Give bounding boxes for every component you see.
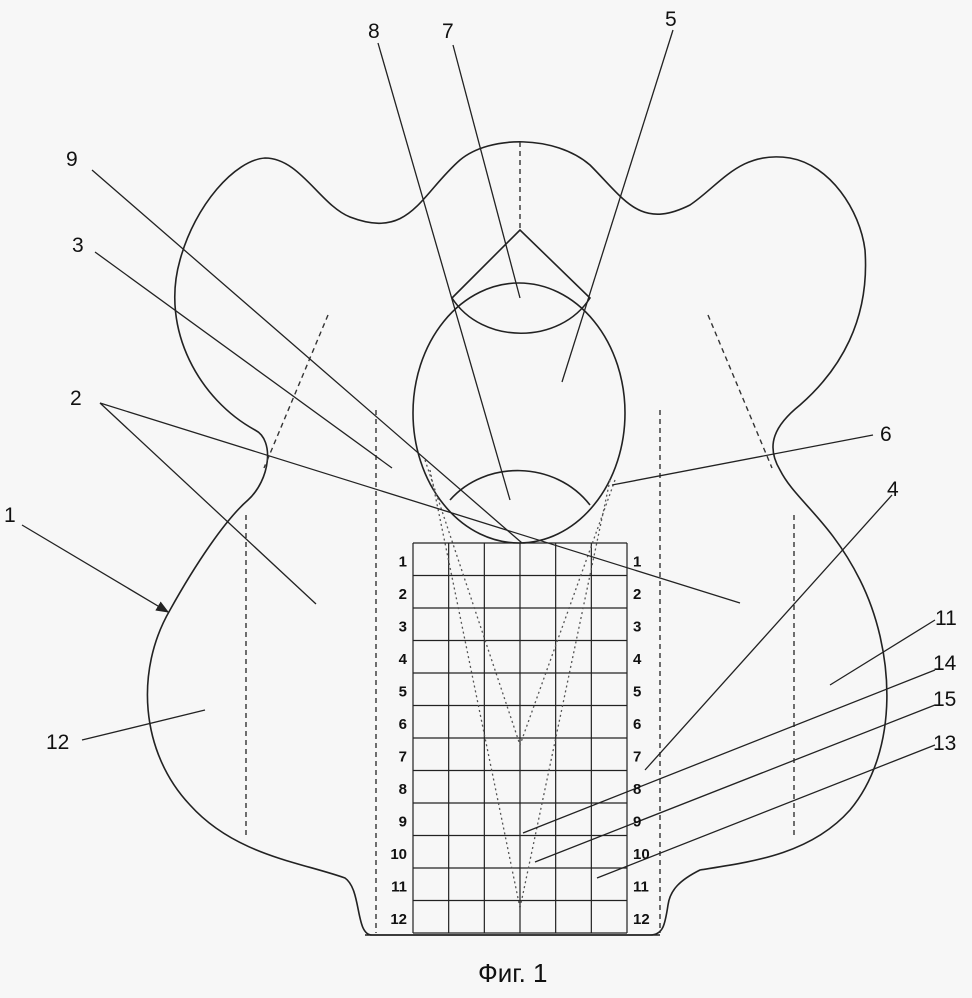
row-number-right: 2 [633, 586, 641, 603]
leader-line-4 [644, 494, 893, 771]
dotted-line [519, 479, 616, 746]
ref-label-1: 1 [4, 504, 16, 527]
row-number-left: 1 [399, 553, 407, 570]
leader-line-12 [81, 709, 206, 741]
row-number-right: 9 [633, 813, 641, 830]
top-segment [450, 228, 592, 335]
row-number-left: 10 [390, 846, 407, 863]
row-number-right: 12 [633, 911, 650, 928]
row-number-left: 9 [399, 813, 407, 830]
row-number-right: 5 [633, 683, 641, 700]
leader-line-7 [452, 44, 521, 299]
dotted-line [429, 469, 521, 909]
ref-label-12: 12 [46, 731, 69, 754]
central-oval [412, 282, 626, 544]
leader-line-9 [91, 169, 523, 544]
row-number-left: 11 [391, 878, 407, 895]
ref-label-11: 11 [935, 607, 957, 630]
dash-slant-left [263, 314, 329, 469]
dash-slant-right [707, 314, 773, 469]
leader-line-14 [522, 669, 936, 834]
ref-label-5: 5 [665, 8, 677, 31]
body-outline [146, 141, 888, 936]
leader-line-13 [596, 744, 936, 879]
row-number-left: 2 [399, 586, 407, 603]
dotted-line [424, 459, 521, 746]
row-number-right: 8 [633, 781, 641, 798]
ref-label-2: 2 [70, 387, 82, 410]
row-number-left: 5 [399, 683, 407, 700]
row-number-left: 3 [399, 618, 407, 635]
row-number-right: 4 [633, 651, 642, 668]
ref-label-4: 4 [887, 478, 899, 501]
row-number-right: 6 [633, 716, 641, 733]
row-number-right: 10 [633, 846, 650, 863]
ref-label-15: 15 [933, 688, 956, 711]
ref-label-3: 3 [72, 234, 84, 257]
row-number-right: 11 [633, 878, 649, 895]
row-number-right: 1 [633, 553, 641, 570]
leader-line-2b [99, 402, 741, 604]
leader-line-11 [829, 619, 936, 686]
leader-line-8 [377, 42, 511, 501]
leader-line-6 [611, 434, 874, 486]
row-number-left: 8 [399, 781, 407, 798]
ref-label-14: 14 [933, 652, 957, 675]
ref-label-9: 9 [66, 148, 78, 171]
dotted-line [519, 479, 611, 909]
bottom-segment [449, 469, 591, 506]
ref-label-13: 13 [933, 732, 956, 755]
row-number-right: 7 [633, 748, 641, 765]
ref-label-8: 8 [368, 20, 380, 43]
row-number-left: 4 [399, 651, 408, 668]
leader-line-2a [99, 402, 317, 605]
leader-line-1 [21, 524, 170, 613]
row-number-left: 12 [390, 911, 407, 928]
grid [412, 542, 628, 934]
leader-line-3 [94, 251, 393, 469]
leader-line-5 [561, 29, 674, 383]
row-number-left: 7 [399, 748, 407, 765]
row-number-left: 6 [399, 716, 407, 733]
figure-caption: Фиг. 1 [478, 958, 548, 988]
ref-label-6: 6 [880, 423, 892, 446]
ref-label-7: 7 [442, 20, 454, 43]
leader-line-15 [534, 704, 936, 863]
row-number-right: 3 [633, 618, 641, 635]
